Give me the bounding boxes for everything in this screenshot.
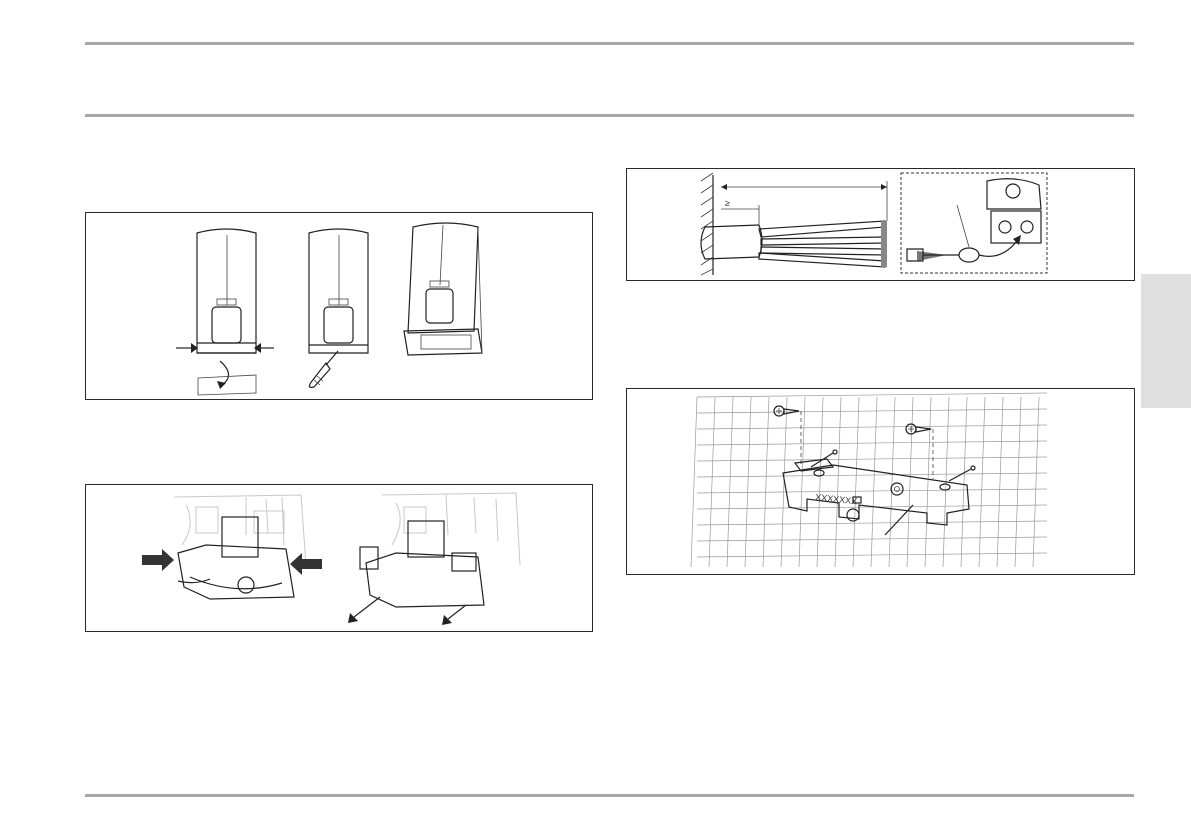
cable-sheath (701, 225, 762, 259)
grid-line-vertical (853, 397, 859, 567)
wall-grid (691, 393, 1047, 567)
grid-line-vertical (727, 397, 733, 567)
arrow-pull-icon (348, 597, 466, 625)
grid-line-vertical (961, 397, 967, 567)
grid-line-vertical (871, 397, 877, 567)
figure-cable-stripping: ≥ (626, 168, 1135, 281)
grid-line-vertical (1015, 397, 1021, 567)
grid-line-vertical (691, 397, 697, 567)
grid-line-horizontal (697, 489, 1047, 493)
grid-line-vertical (709, 397, 715, 567)
cable-stripping-illustration: ≥ (627, 169, 1134, 280)
grid-line-vertical (889, 397, 895, 567)
figure-mounting-bracket: XXXXXXX (626, 388, 1135, 575)
grid-line-horizontal (697, 521, 1047, 525)
cover-removal-illustration (86, 213, 592, 399)
grid-line-horizontal (697, 393, 1047, 397)
figure-cover-removal (85, 212, 593, 400)
cable-wires (759, 221, 887, 267)
arrow-press-icon (176, 343, 274, 353)
grid-line-vertical (763, 397, 769, 567)
header-rule-top (85, 42, 1134, 45)
min-length-symbol: ≥ (725, 198, 730, 208)
arrow-press-icon (142, 549, 322, 575)
figure-cable-guide-removal (85, 484, 593, 632)
screwdriver-icon (309, 351, 338, 387)
grid-line-vertical (745, 397, 751, 567)
grid-line-vertical (799, 397, 805, 567)
grid-line-vertical (835, 397, 841, 567)
appliance-front-step-1 (197, 229, 256, 353)
grid-line-horizontal (697, 409, 1047, 413)
grid-line-horizontal (697, 425, 1047, 429)
mounting-bracket-illustration: XXXXXXX (627, 389, 1134, 574)
screw-left-icon (774, 406, 801, 465)
footer-rule (85, 794, 1134, 797)
grid-line-vertical (925, 397, 931, 567)
grid-line-vertical (817, 397, 823, 567)
grid-line-vertical (979, 397, 985, 567)
header-rule-bottom (85, 114, 1134, 117)
dimension-lines (721, 181, 887, 227)
grid-line-vertical (997, 397, 1003, 567)
grid-line-vertical (1033, 397, 1039, 567)
appliance-front-step-2 (309, 229, 368, 353)
bracket-marking-label: XXXXXXX (815, 492, 858, 506)
grid-line-horizontal (697, 457, 1047, 461)
wall-hatching (701, 173, 713, 275)
grid-line-horizontal (697, 473, 1047, 477)
grid-line-vertical (907, 397, 913, 567)
cable-guide-illustration (86, 485, 592, 631)
appliance-interior-left (174, 495, 306, 599)
appliance-interior-right (360, 493, 520, 607)
chapter-side-tab[interactable] (1141, 274, 1191, 408)
grid-line-horizontal (697, 553, 1047, 557)
terminal-detail-inset (901, 173, 1047, 273)
appliance-front-step-3-cover-open (404, 223, 482, 355)
curved-arrow-icon (198, 361, 256, 395)
